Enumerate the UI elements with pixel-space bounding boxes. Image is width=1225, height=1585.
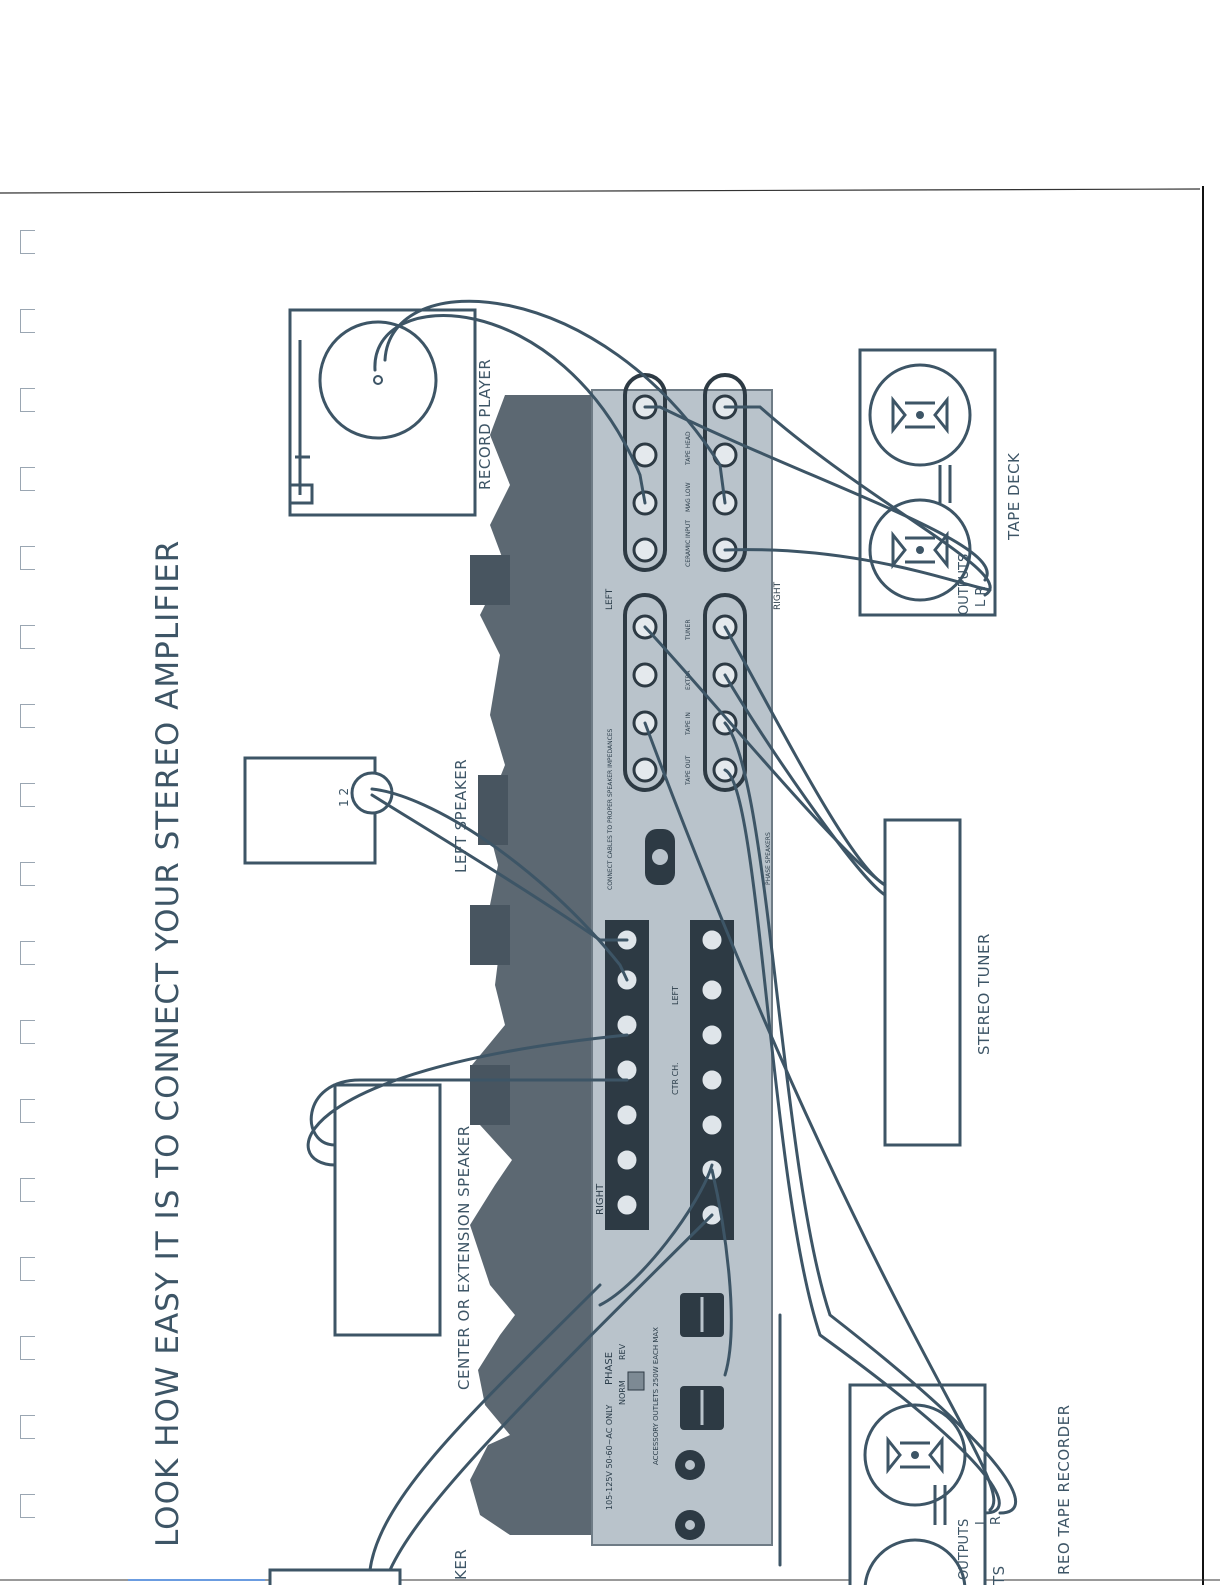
- tape-deck: OUTPUTS L R: [858, 348, 997, 617]
- binder-hole: [20, 1336, 35, 1360]
- binder-hole: [20, 1415, 35, 1439]
- binder-hole: [20, 704, 35, 728]
- panel-label-tape-in: TAPE IN: [685, 712, 692, 736]
- binder-hole: [20, 1099, 35, 1123]
- panel-label-voltage: 105-125V 50-60~AC ONLY: [605, 1404, 614, 1510]
- binder-hole: [20, 1020, 35, 1044]
- stereo-tuner-label: STEREO TUNER: [975, 933, 993, 1055]
- stereo-tuner: [883, 818, 962, 1147]
- binder-hole: [20, 862, 35, 886]
- binder-hole: [20, 467, 35, 491]
- tape-recorder-l-label: L: [974, 1517, 989, 1525]
- center-speaker: [333, 1083, 442, 1337]
- record-player: [288, 308, 477, 517]
- tape-recorder-r-label: R: [989, 1516, 1004, 1525]
- left-edge-speaker-label: KER: [452, 1548, 470, 1580]
- left-edge-outputs-label: TS: [990, 1565, 1008, 1585]
- amplifier-tubes: [470, 395, 600, 1535]
- binder-hole: [20, 309, 35, 333]
- binder-hole: [20, 546, 35, 570]
- tape-deck-label: TAPE DECK: [1005, 452, 1023, 540]
- binder-hole: [20, 388, 35, 412]
- accessory-outlets: [680, 1293, 724, 1430]
- panel-label-rev: REV: [618, 1343, 627, 1360]
- tape-recorder-outputs-label: OUTPUTS: [957, 1519, 972, 1580]
- left-speaker-label: LEFT SPEAKER: [452, 758, 470, 873]
- panel-label-extra: EXTRA: [685, 670, 692, 690]
- panel-label-tuner: TUNER: [685, 619, 692, 641]
- cables: [306, 299, 1018, 1572]
- panel-label-connect-cables: CONNECT CABLES TO PROPER SPEAKER IMPEDAN…: [607, 728, 614, 890]
- panel-label-right-group: RIGHT: [595, 1183, 606, 1215]
- binder-hole: [20, 230, 35, 254]
- left-speaker: 1 2: [243, 756, 394, 865]
- record-player-label: RECORD PLAYER: [476, 358, 494, 490]
- panel-label-ctr-ch: CTR CH.: [671, 1062, 680, 1095]
- binder-hole: [20, 941, 35, 965]
- center-speaker-label: CENTER OR EXTENSION SPEAKER: [455, 1125, 473, 1390]
- binder-hole: [20, 1494, 35, 1518]
- panel-label-mag-low: MAG LOW: [685, 482, 692, 512]
- binder-hole: [20, 1178, 35, 1202]
- panel-label-left-group: LEFT: [671, 986, 680, 1005]
- tape-deck-lr-label: L R: [974, 587, 989, 607]
- panel-label-tape-out: TAPE OUT: [685, 755, 692, 786]
- binder-hole: [20, 783, 35, 807]
- panel-label-right: RIGHT: [773, 581, 783, 610]
- binder-holes: [20, 230, 36, 1570]
- panel-label-tape-head: TAPE HEAD: [685, 431, 692, 466]
- panel-label-norm: NORM: [618, 1380, 627, 1405]
- tape-recorder-label: REO TAPE RECORDER: [1055, 1404, 1073, 1575]
- panel-label-phase: PHASE: [604, 1352, 615, 1385]
- panel-label-phase-speakers: PHASE SPEAKERS: [765, 832, 772, 885]
- panel-label-accessory: ACCESSORY OUTLETS 250W EACH MAX: [652, 1327, 660, 1465]
- partial-speaker-box: [268, 1568, 402, 1585]
- binder-hole: [20, 625, 35, 649]
- panel-label-left: LEFT: [605, 588, 615, 610]
- binder-hole: [20, 1257, 35, 1281]
- left-speaker-terminals-label: 1 2: [337, 788, 351, 807]
- stereo-tape-recorder: OUTPUTS L R: [848, 1383, 1004, 1585]
- panel-label-ceramic-input: CERAMIC INPUT: [685, 520, 692, 567]
